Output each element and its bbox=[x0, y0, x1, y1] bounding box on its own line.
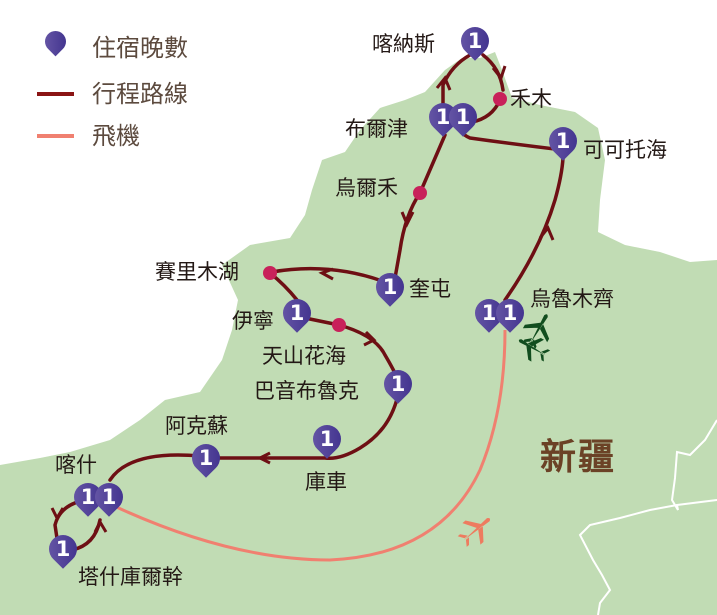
stay-pin-urumqi[interactable]: 1 bbox=[469, 293, 509, 342]
place-label-burqin: 布爾津 bbox=[345, 117, 408, 141]
airplane-icon bbox=[522, 314, 550, 350]
stay-pin-aksu[interactable]: 1 bbox=[186, 438, 226, 487]
stay-pin-koktokay[interactable]: 1 bbox=[543, 121, 583, 170]
place-label-kuytun: 奎屯 bbox=[409, 277, 451, 301]
legend-stay-label: 住宿晚數 bbox=[92, 34, 188, 62]
flight-route bbox=[111, 329, 507, 562]
place-label-bayanbulak: 巴音布魯克 bbox=[254, 379, 359, 403]
route-arrows bbox=[50, 65, 555, 533]
legend-route-label: 行程路線 bbox=[92, 80, 188, 108]
stay-pin-kuytun[interactable]: 1 bbox=[370, 267, 410, 316]
place-label-urho: 烏爾禾 bbox=[335, 176, 398, 200]
stay-pin-urumqi[interactable]: 1 bbox=[490, 293, 530, 342]
place-label-kashgar: 喀什 bbox=[55, 453, 97, 477]
stay-pin-kanas[interactable]: 1 bbox=[455, 21, 495, 70]
province-border bbox=[578, 419, 717, 615]
stay-pin-kashgar[interactable]: 1 bbox=[68, 477, 108, 526]
stay-pin-burqin[interactable]: 1 bbox=[443, 97, 483, 146]
airplane-icon bbox=[518, 337, 551, 362]
region-label: 新疆 bbox=[540, 437, 617, 478]
stay-pin-kashgar[interactable]: 1 bbox=[89, 477, 129, 526]
stay-pin-tashkurgan[interactable]: 1 bbox=[43, 529, 83, 578]
dot-icon bbox=[332, 318, 346, 332]
dot-icon bbox=[493, 92, 507, 106]
place-label-sayram: 賽里木湖 bbox=[155, 260, 239, 284]
route-line-swatch bbox=[37, 92, 74, 96]
place-label-tashkurgan: 塔什庫爾幹 bbox=[78, 565, 183, 589]
place-label-kuqa: 庫車 bbox=[305, 470, 347, 494]
dot-icon bbox=[413, 186, 427, 200]
place-label-tianshan: 天山花海 bbox=[262, 344, 346, 368]
stop-dots bbox=[263, 92, 507, 332]
place-label-koktokay: 可可托海 bbox=[583, 138, 667, 162]
place-label-aksu: 阿克蘇 bbox=[165, 414, 228, 438]
legend-flight-label: 飛機 bbox=[92, 122, 140, 150]
stay-pin-yining[interactable]: 1 bbox=[277, 293, 317, 342]
stay-pin-bayanbulak[interactable]: 1 bbox=[378, 364, 418, 413]
flight-airplane-icon bbox=[457, 517, 491, 547]
flight-line-swatch bbox=[37, 134, 74, 138]
map-pin-icon bbox=[40, 26, 71, 63]
place-label-yining: 伊寧 bbox=[232, 309, 274, 333]
place-label-hemu: 禾木 bbox=[510, 87, 552, 111]
stay-pin-burqin[interactable]: 1 bbox=[423, 97, 463, 146]
place-label-urumqi: 烏魯木齊 bbox=[530, 287, 614, 311]
place-label-kanas: 喀納斯 bbox=[372, 32, 435, 56]
dot-icon bbox=[263, 266, 277, 280]
stay-pin-kuqa[interactable]: 1 bbox=[307, 419, 347, 468]
